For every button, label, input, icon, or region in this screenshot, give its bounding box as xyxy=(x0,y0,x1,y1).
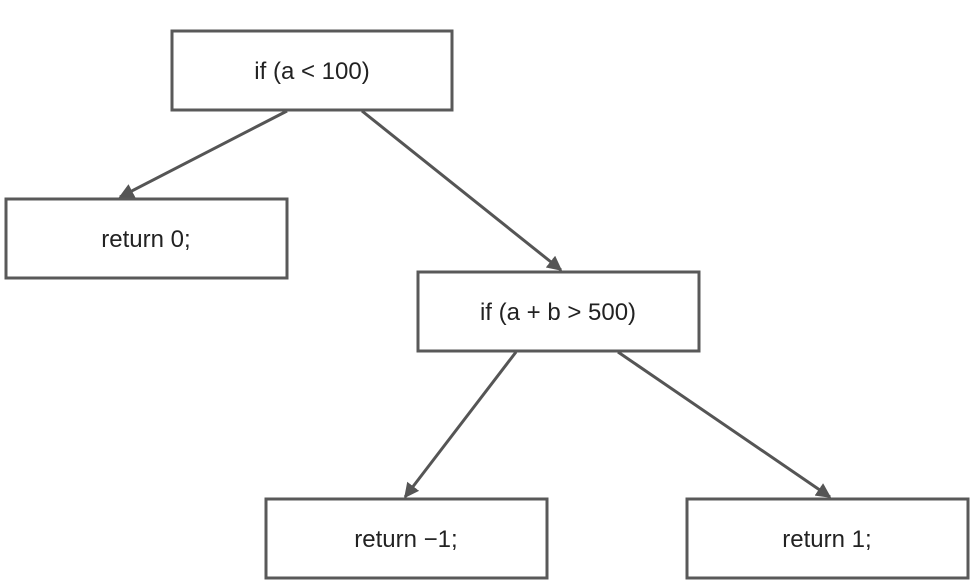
node-label: if (a + b > 500) xyxy=(480,299,636,326)
node-label: return 1; xyxy=(782,526,871,553)
node-if-a-less-100: if (a < 100) xyxy=(170,29,454,112)
edge-if-sum-to-return-1 xyxy=(617,350,832,499)
node-if-a-plus-b-greater-500: if (a + b > 500) xyxy=(416,270,701,353)
edge-root-to-return-0 xyxy=(118,109,288,199)
node-label: return −1; xyxy=(354,526,457,553)
edge-root-to-if-sum xyxy=(361,109,563,272)
node-return-0: return 0; xyxy=(4,197,289,280)
node-return-minus-1: return −1; xyxy=(264,497,549,580)
node-label: if (a < 100) xyxy=(254,58,369,85)
node-label: return 0; xyxy=(101,226,190,253)
edge-if-sum-to-return-minus-1 xyxy=(403,351,518,499)
node-return-1: return 1; xyxy=(685,497,970,580)
